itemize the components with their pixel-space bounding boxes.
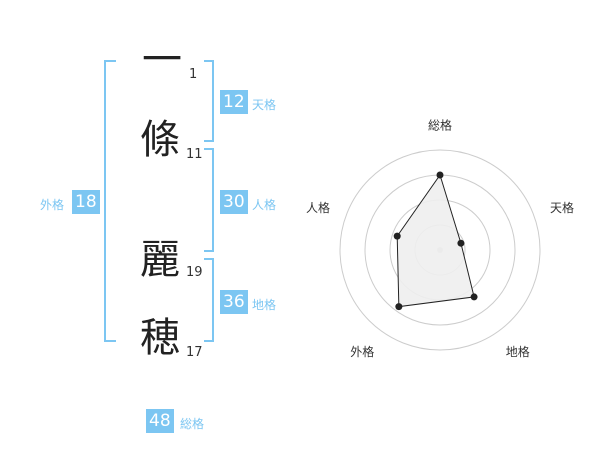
stroke-count-2: 11 xyxy=(186,147,203,162)
chikaku-value: 36 xyxy=(220,290,248,314)
radar-axis-label-1: 総格 xyxy=(428,118,452,133)
name-char-2: 條 xyxy=(140,117,180,163)
radar-axis-label-2: 天格 xyxy=(550,200,574,215)
name-char-1: 一 xyxy=(142,37,182,83)
gaikaku-label: 外格 xyxy=(40,198,65,212)
radar-axis-label-3: 地格 xyxy=(506,344,530,359)
jinkaku-value: 30 xyxy=(220,190,248,214)
name-char-3: 麗 xyxy=(140,237,180,283)
jinkaku-label: 人格 xyxy=(252,198,277,212)
tenkaku-label: 天格 xyxy=(252,98,277,112)
radar-grid-ring-4 xyxy=(339,149,541,351)
radar-point-1 xyxy=(436,171,444,179)
radar-axis-label-5: 人格 xyxy=(306,200,330,215)
gaikaku-value: 18 xyxy=(72,190,100,214)
gaikaku-bracket xyxy=(104,60,116,342)
stroke-count-3: 19 xyxy=(186,265,203,280)
jinkaku-bracket xyxy=(204,148,214,252)
radar-point-2 xyxy=(457,239,465,247)
name-char-4: 穂 xyxy=(140,315,180,361)
soukaku-label: 総格 xyxy=(180,417,205,431)
soukaku-value: 48 xyxy=(146,409,174,433)
radar-polygon xyxy=(396,173,475,308)
tenkaku-bracket xyxy=(204,60,214,142)
chikaku-label: 地格 xyxy=(252,298,277,312)
stroke-count-4: 17 xyxy=(186,345,203,360)
radar-point-5 xyxy=(393,232,401,240)
radar-axis-label-4: 外格 xyxy=(350,344,374,359)
tenkaku-value: 12 xyxy=(220,90,248,114)
radar-point-3 xyxy=(470,293,478,301)
radar-point-4 xyxy=(395,303,403,311)
chikaku-bracket xyxy=(204,258,214,342)
stroke-count-1: 1 xyxy=(189,67,198,82)
